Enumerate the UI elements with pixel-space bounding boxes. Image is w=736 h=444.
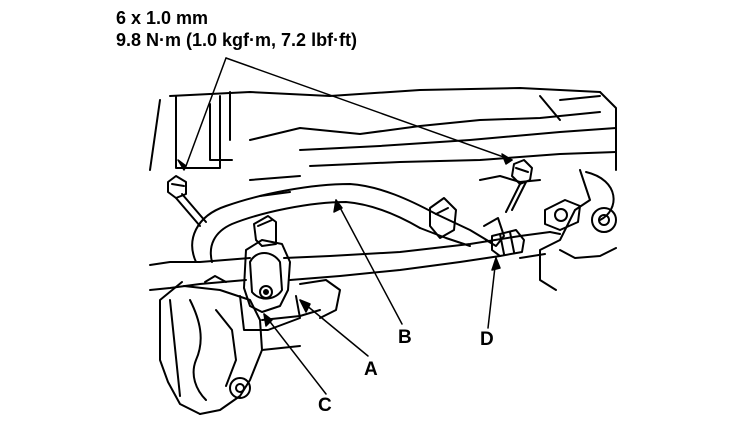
stabilizer-bar <box>149 183 561 291</box>
callout-b-label: B <box>398 327 412 348</box>
bolt-left-icon <box>167 175 207 227</box>
bolt-size-spec: 6 x 1.0 mm <box>116 8 209 28</box>
bolt-right-icon <box>505 159 533 213</box>
callout-c-label: C <box>318 395 332 416</box>
link-clamp <box>429 197 525 257</box>
torque-spec: 9.8 N·m (1.0 kgf·m, 7.2 lbf·ft) <box>116 30 358 50</box>
callout-a-label: A <box>364 359 378 380</box>
spec-leader-lines <box>177 57 513 171</box>
callout-leader-lines <box>263 199 501 395</box>
lower-left-mount <box>159 275 341 415</box>
bushing-holder <box>239 215 301 331</box>
callout-d-label: D <box>480 329 494 350</box>
